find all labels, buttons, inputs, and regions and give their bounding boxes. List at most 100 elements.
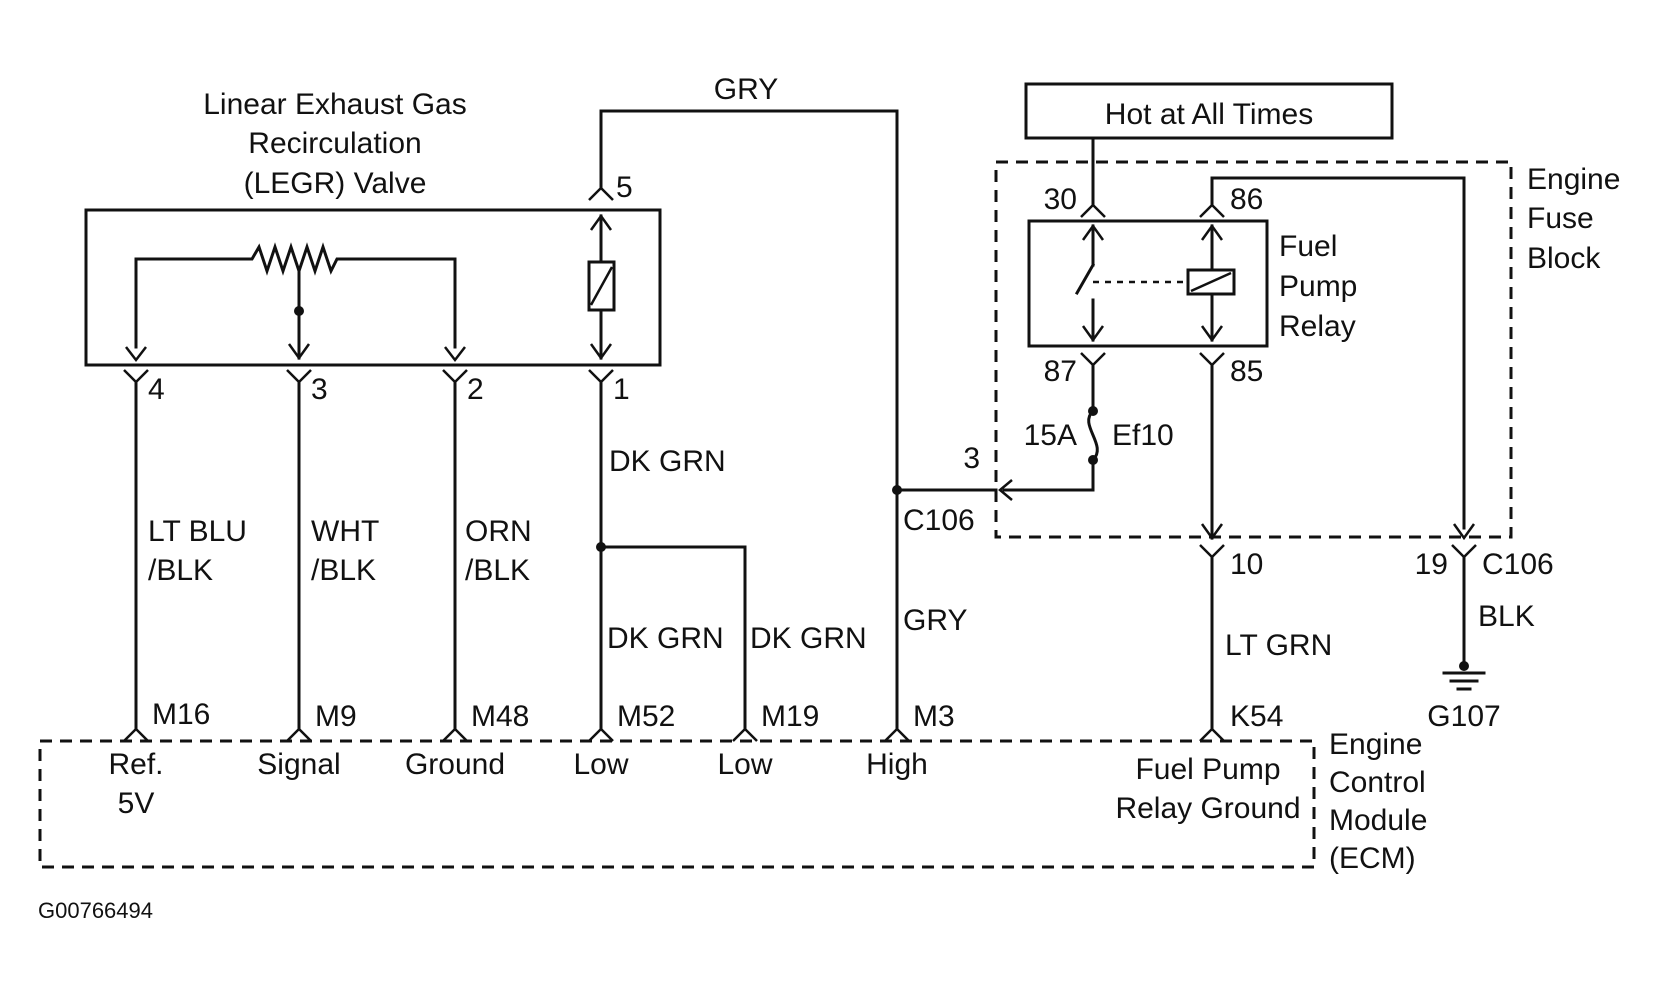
wire-86-arrow [1452, 523, 1476, 541]
ecm-label-ref-line1: Ref. [108, 748, 163, 781]
wire-color-pin4-line1: LT BLU [148, 515, 247, 548]
c106-pin3-connector-icon [998, 479, 1013, 501]
relay-pin30: 30 [1044, 183, 1077, 216]
fuse-block-outline [994, 160, 1513, 539]
ecm-pin-m16: M16 [152, 698, 210, 731]
pin30-connector-icon [1080, 203, 1106, 218]
ecm-title-line2: Control [1329, 766, 1426, 799]
ecm-m19-connector-icon [732, 727, 758, 742]
ecm-m16-connector-icon [123, 727, 149, 742]
fuse-block-title-line2: Fuse [1527, 202, 1594, 235]
wire-gry-top [599, 109, 899, 731]
engine-control-module: Engine Control Module (ECM) M16 M9 M48 M… [38, 698, 1427, 875]
fuse-ef10-icon [1087, 408, 1099, 463]
wiper-arrow [287, 343, 311, 361]
pin86-connector-icon [1199, 203, 1225, 218]
pin87-connector-icon [1080, 352, 1106, 367]
wire-color-pin3-line1: WHT [311, 515, 379, 548]
wire-86-to-ground [1210, 176, 1466, 530]
c106-pin19: 19 [1415, 548, 1448, 581]
ground-dot [1459, 661, 1469, 671]
pot-arrow-2 [444, 346, 466, 363]
wire-color-m3-gry: GRY [903, 604, 967, 637]
wire-color-blk: BLK [1478, 600, 1535, 633]
pot-arrow-4 [125, 346, 147, 363]
legr-pin3: 3 [311, 373, 328, 406]
sensor-arrow-down [589, 343, 613, 361]
pin5-connector-icon [588, 186, 614, 201]
figure-id: G00766494 [38, 898, 153, 923]
sensor-arrow-up [589, 213, 613, 231]
legr-title-line2: Recirculation [248, 127, 421, 160]
ecm-pin-m3: M3 [913, 700, 955, 733]
ecm-k54-connector-icon [1199, 727, 1225, 742]
c106-pin19-connector-icon [1451, 544, 1477, 559]
engine-fuse-block: Hot at All Times Engine Fuse Block Fuel … [994, 82, 1620, 541]
ecm-label-low1: Low [573, 748, 628, 781]
relay-pin86: 86 [1230, 183, 1263, 216]
wire-color-lt-grn: LT GRN [1225, 629, 1332, 662]
wire-color-pin2-line1: ORN [465, 515, 532, 548]
ecm-title-line1: Engine [1329, 728, 1422, 761]
legr-title-line1: Linear Exhaust Gas [203, 88, 466, 121]
wire-color-pin3-line2: /BLK [311, 554, 376, 587]
wires: LT BLU /BLK WHT /BLK ORN /BLK DK GRN DK … [134, 73, 998, 731]
ecm-m3-connector-icon [884, 727, 910, 742]
ecm-label-ground: Ground [405, 748, 505, 781]
ecm-m48-connector-icon [442, 727, 468, 742]
fuse-rating: 15A [1024, 419, 1077, 452]
potentiometer-circuit [134, 242, 457, 349]
legr-pin1: 1 [613, 373, 630, 406]
c106-pin10-connector-icon [1199, 544, 1225, 559]
relay-pin87: 87 [1044, 355, 1077, 388]
ecm-label-signal: Signal [257, 748, 340, 781]
legr-pin5: 5 [616, 171, 633, 204]
hot-at-all-times-label: Hot at All Times [1105, 98, 1313, 131]
relay-title-line1: Fuel [1279, 230, 1337, 263]
fuel-pump-relay-box [1027, 219, 1269, 348]
ecm-title-line4: (ECM) [1329, 842, 1416, 875]
wire-85-arrow [1200, 523, 1224, 541]
relay-switch-arrow-down [1081, 325, 1105, 343]
m19-junction-dot [596, 542, 606, 552]
ground-id: G107 [1427, 700, 1500, 733]
ecm-pin-m9: M9 [315, 700, 357, 733]
wire-color-pin1-lower: DK GRN [607, 622, 724, 655]
c106-pin3: 3 [963, 442, 980, 475]
pin2-connector-icon [442, 369, 468, 384]
legr-title-line3: (LEGR) Valve [244, 167, 427, 200]
wire-color-pin2-line2: /BLK [465, 554, 530, 587]
c106-label-left: C106 [903, 504, 975, 537]
relay-title-line2: Pump [1279, 270, 1357, 303]
ecm-title-line3: Module [1329, 804, 1427, 837]
pin1-connector-icon [588, 369, 614, 384]
relay-pin85: 85 [1230, 355, 1263, 388]
relay-title-line3: Relay [1279, 310, 1356, 343]
legr-pin2: 2 [467, 373, 484, 406]
relay-switch-blade [1074, 262, 1096, 296]
hot-at-all-times-box [1024, 82, 1394, 140]
c106-label-right: C106 [1482, 548, 1554, 581]
legr-valve-body [84, 208, 662, 367]
ecm-label-low2: Low [717, 748, 772, 781]
wire-color-pin4-line2: /BLK [148, 554, 213, 587]
fuse-id: Ef10 [1112, 419, 1174, 452]
legr-pin4: 4 [148, 373, 165, 406]
c106-connector: 3 C106 10 LT GRN 19 C106 BLK G107 [903, 442, 1554, 733]
ecm-pin-m52: M52 [617, 700, 675, 733]
relay-coil-slash [1190, 271, 1232, 293]
wiper-junction-dot [294, 306, 304, 316]
wire-color-m19-branch: DK GRN [750, 622, 867, 655]
relay-coil-arrow-down [1200, 325, 1224, 343]
c106-pin10: 10 [1230, 548, 1263, 581]
ecm-label-fprg-line1: Fuel Pump [1135, 753, 1280, 786]
sensor-element-slash [589, 266, 614, 306]
fuse-block-title-line3: Block [1527, 242, 1601, 275]
pin85-connector-icon [1199, 352, 1225, 367]
ecm-label-high: High [866, 748, 928, 781]
wire-color-top-gry: GRY [714, 73, 778, 106]
ecm-pin-k54: K54 [1230, 700, 1283, 733]
ecm-pin-m48: M48 [471, 700, 529, 733]
legr-valve: Linear Exhaust Gas Recirculation (LEGR) … [84, 88, 662, 406]
